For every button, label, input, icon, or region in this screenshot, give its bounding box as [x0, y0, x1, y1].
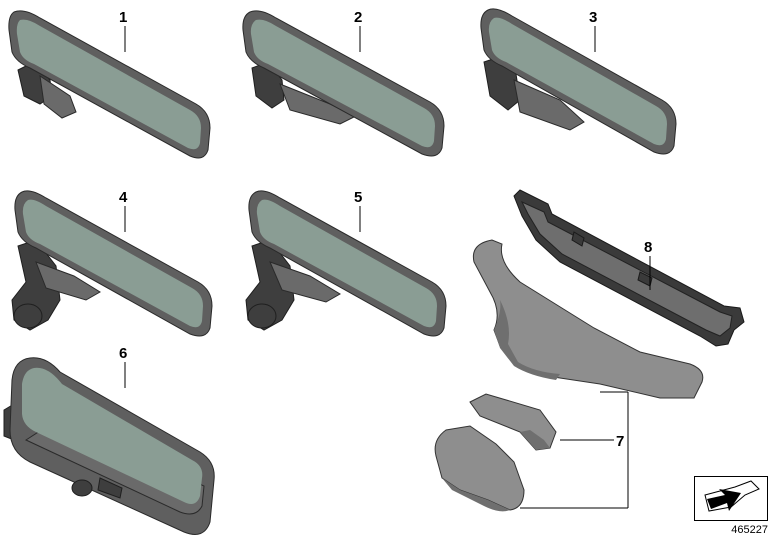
bracket-part-8[interactable]	[513, 189, 745, 347]
callout-3: 3	[589, 9, 597, 26]
mirror-part-4[interactable]	[11, 190, 213, 337]
callout-7: 7	[616, 433, 624, 450]
callout-6: 6	[119, 345, 127, 362]
mirror-part-5[interactable]	[245, 190, 447, 337]
mirror-part-1[interactable]	[8, 10, 211, 159]
callout-8: 8	[644, 239, 652, 256]
cover-part-7[interactable]	[434, 239, 704, 512]
callout-1: 1	[119, 9, 127, 26]
callout-2: 2	[354, 9, 362, 26]
arrow-icon	[704, 480, 760, 512]
reference-box	[694, 476, 768, 521]
callout-4: 4	[119, 189, 128, 206]
callout-5: 5	[354, 189, 362, 206]
reference-number: 465227	[731, 524, 768, 536]
leader-bracket-7	[520, 391, 629, 509]
mirror-part-2[interactable]	[242, 10, 445, 157]
mirror-part-3[interactable]	[480, 8, 677, 155]
mirror-part-6[interactable]	[3, 357, 215, 535]
